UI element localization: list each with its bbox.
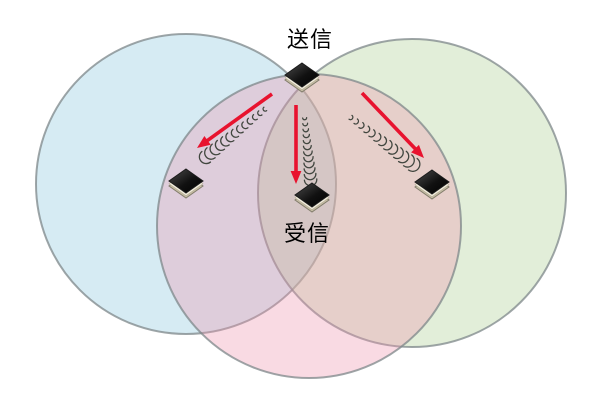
wave-arc-icon xyxy=(220,136,230,147)
receiver-label: 受信 xyxy=(283,221,331,246)
wave-arc-icon xyxy=(363,125,371,134)
wave-train-left xyxy=(198,106,268,165)
arrow-head xyxy=(197,136,211,148)
wave-arc-icon xyxy=(251,113,258,121)
wave-arc-icon xyxy=(392,147,404,160)
wave-arc-icon xyxy=(262,106,268,112)
wave-arc-icon xyxy=(302,139,311,145)
receiver-chip xyxy=(294,182,330,213)
wave-arc-icon xyxy=(407,157,421,172)
wave-arc-icon xyxy=(257,110,263,117)
wave-arc-icon xyxy=(373,132,382,142)
chip-top-face xyxy=(414,169,450,195)
arrow-to-center-node xyxy=(290,105,302,184)
wave-arc-icon xyxy=(302,128,310,133)
wave-arc-icon xyxy=(303,156,314,163)
arrow-head xyxy=(411,144,424,158)
wave-arc-icon xyxy=(241,121,249,130)
arrow-shaft xyxy=(205,92,274,143)
wave-arc-icon xyxy=(198,150,212,165)
chip-top-face xyxy=(284,62,320,88)
wave-arc-icon xyxy=(402,154,415,168)
transmitter-chip xyxy=(284,62,320,93)
wave-arc-icon xyxy=(303,167,316,175)
wave-arc-icon xyxy=(303,161,315,169)
wave-arc-icon xyxy=(397,150,410,164)
wave-arc-icon xyxy=(378,136,388,147)
wave-arc-icon xyxy=(204,147,216,160)
chip-top-face xyxy=(168,168,204,194)
transmitter-label: 送信 xyxy=(286,27,334,52)
wave-arc-icon xyxy=(302,150,313,157)
wave-train-right xyxy=(348,114,421,172)
wave-arc-icon xyxy=(214,139,226,152)
wave-arc-icon xyxy=(302,133,311,139)
wave-arc-icon xyxy=(225,132,235,143)
wave-arc-icon xyxy=(368,129,376,138)
wave-arc-icon xyxy=(358,121,365,129)
wave-arc-icon xyxy=(302,116,308,121)
wave-arc-icon xyxy=(302,122,309,127)
left-receiver-chip xyxy=(168,168,204,199)
wave-arc-icon xyxy=(209,143,221,156)
wave-arc-icon xyxy=(230,128,240,138)
right-node-range-circle xyxy=(257,38,567,348)
right-receiver-chip xyxy=(414,169,450,200)
wave-arc-icon xyxy=(388,143,399,155)
wave-arc-icon xyxy=(348,114,354,121)
wave-arc-icon xyxy=(353,118,360,125)
arrow-to-right-node xyxy=(360,91,424,158)
wave-arc-icon xyxy=(246,117,254,125)
arrow-shaft xyxy=(360,91,418,151)
wave-arc-icon xyxy=(383,139,393,151)
arrow-to-left-node xyxy=(197,92,274,148)
arrow-head xyxy=(290,171,302,184)
chip-top-face xyxy=(294,182,330,208)
wave-arc-icon xyxy=(236,125,244,134)
wave-arc-icon xyxy=(302,144,312,151)
wave-arc-icon xyxy=(303,172,317,181)
